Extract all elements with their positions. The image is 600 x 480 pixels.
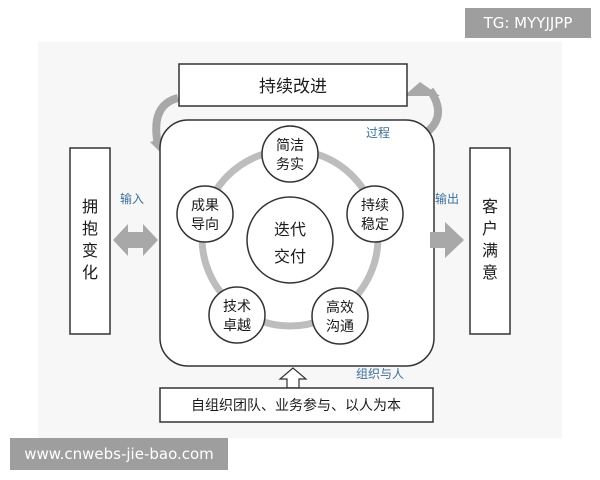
node-technical-excellence [208, 286, 266, 344]
node-efficient-communication-line1: 高效 [326, 299, 354, 316]
bottom-left-watermark: www.cnwebs-jie-bao.com [10, 438, 228, 470]
node-continuous-stable-line1: 持续 [361, 197, 389, 214]
continuous-improvement-box [178, 63, 408, 107]
node-result-oriented-line1: 成果 [191, 198, 219, 214]
right-curve-arrow-head [404, 82, 440, 96]
node-efficient-communication-line2: 沟通 [326, 319, 354, 335]
customer-satisfaction-char-4: 意 [482, 263, 498, 282]
embrace-change-char-4: 化 [82, 263, 98, 282]
node-continuous-stable [346, 185, 404, 243]
input-arrow [113, 224, 158, 256]
center-circle [246, 196, 334, 284]
embrace-change-char-1: 拥 [82, 197, 98, 216]
embrace-change-box [69, 147, 111, 335]
node-efficient-communication [311, 287, 369, 345]
customer-satisfaction-box [469, 147, 511, 335]
customer-satisfaction-char-2: 户 [482, 219, 498, 238]
input-label: 输入 [120, 191, 144, 206]
team-label: 组织与人 [356, 367, 404, 381]
center-text-line2: 交付 [274, 247, 306, 266]
self-organizing-team-box [159, 387, 434, 423]
top-right-watermark: TG: MYYJJPP [465, 8, 591, 38]
bottom-up-arrow [278, 367, 308, 389]
node-result-oriented-line2: 导向 [191, 217, 219, 233]
left-curve-arrow [152, 94, 180, 146]
customer-satisfaction-char-1: 客 [482, 197, 498, 216]
center-text-line1: 迭代 [274, 220, 306, 239]
process-label: 过程 [366, 125, 390, 140]
node-simple-practical [261, 125, 319, 183]
node-technical-excellence-line1: 技术 [223, 299, 251, 315]
self-organizing-team-label: 自组织团队、业务参与、以人为本 [191, 397, 401, 414]
continuous-improvement-label: 持续改进 [259, 77, 327, 97]
embrace-change-char-2: 抱 [82, 219, 98, 238]
output-arrow [430, 222, 464, 258]
node-simple-practical-line1: 简洁 [276, 137, 304, 154]
node-continuous-stable-line2: 稳定 [361, 217, 389, 233]
embrace-change-char-3: 变 [82, 241, 98, 260]
node-technical-excellence-line2: 卓越 [223, 318, 251, 334]
output-label: 输出 [435, 191, 459, 206]
node-simple-practical-line2: 务实 [276, 157, 304, 173]
node-result-oriented [176, 185, 234, 243]
customer-satisfaction-char-3: 满 [482, 241, 498, 260]
